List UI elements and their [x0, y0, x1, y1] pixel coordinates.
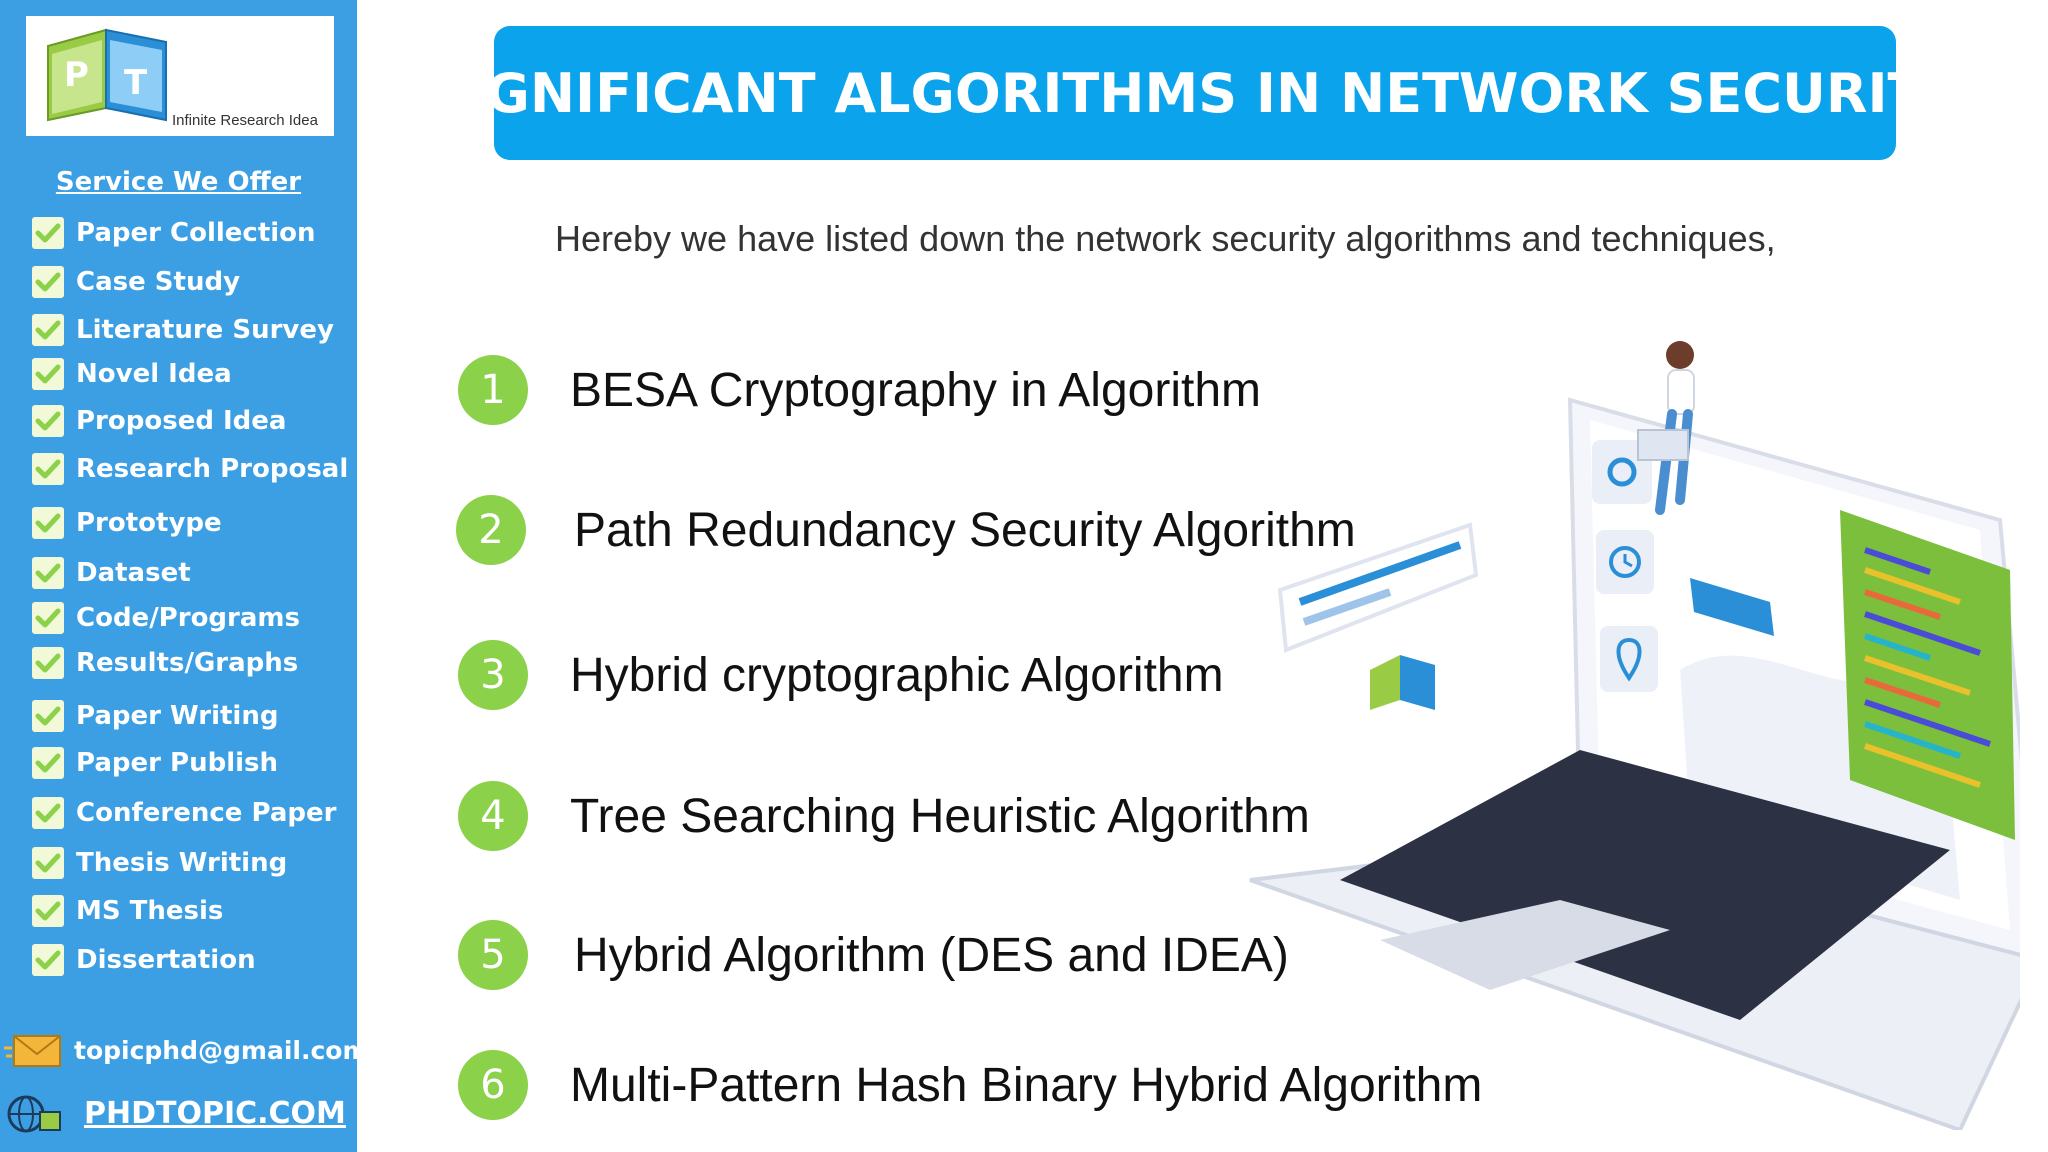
check-icon: [32, 602, 64, 634]
number-badge: 6: [458, 1050, 528, 1120]
email-text: topicphd@gmail.com: [74, 1035, 369, 1065]
check-icon: [32, 895, 64, 927]
check-icon: [32, 266, 64, 298]
title-banner: SIGNIFICANT ALGORITHMS IN NETWORK SECURI…: [427, 26, 1963, 160]
service-item: Dissertation: [32, 942, 256, 978]
service-item: Thesis Writing: [32, 845, 287, 881]
service-label: Results/Graphs: [76, 648, 299, 678]
check-icon: [32, 217, 64, 249]
service-label: Paper Collection: [76, 218, 316, 248]
service-item: Case Study: [32, 264, 240, 300]
service-label: Paper Publish: [76, 748, 279, 778]
algorithm-item: 4 Tree Searching Heuristic Algorithm: [458, 781, 1310, 851]
service-label: Thesis Writing: [76, 848, 288, 878]
service-item: Paper Publish: [32, 745, 278, 781]
check-icon: [32, 453, 64, 485]
service-label: Dissertation: [76, 945, 256, 975]
sidebar: P T Infinite Research Idea Service We Of…: [0, 0, 369, 1152]
globe-icon: [7, 1095, 61, 1133]
intro-text: Hereby we have listed down the network s…: [555, 218, 1776, 259]
email-contact[interactable]: topicphd@gmail.com: [4, 1030, 369, 1070]
logo-tagline: Infinite Research Idea: [172, 112, 318, 129]
check-icon: [32, 314, 64, 346]
service-item: Novel Idea: [32, 356, 232, 392]
algorithm-label: Hybrid cryptographic Algorithm: [570, 648, 1224, 702]
algorithm-item: 5 Hybrid Algorithm (DES and IDEA): [458, 920, 1289, 990]
number-badge: 1: [458, 355, 528, 425]
service-label: Prototype: [76, 508, 222, 538]
check-icon: [32, 358, 64, 390]
check-icon: [32, 557, 64, 589]
algorithm-label: Hybrid Algorithm (DES and IDEA): [574, 928, 1289, 982]
logo: P T Infinite Research Idea: [26, 16, 334, 136]
service-item: Research Proposal: [32, 451, 348, 487]
service-item: Results/Graphs: [32, 645, 298, 681]
email-icon: [4, 1035, 61, 1067]
service-label: MS Thesis: [76, 896, 224, 926]
service-label: Paper Writing: [76, 701, 279, 731]
service-label: Literature Survey: [76, 315, 334, 345]
check-icon: [32, 747, 64, 779]
svg-text:T: T: [124, 63, 148, 103]
website-text: PHDTOPIC.COM: [84, 1095, 346, 1131]
algorithm-label: BESA Cryptography in Algorithm: [570, 363, 1262, 417]
service-item: Prototype: [32, 505, 222, 541]
service-item: Dataset: [32, 555, 191, 591]
service-label: Research Proposal: [76, 454, 349, 484]
check-icon: [32, 405, 64, 437]
location-pin-icon: [1600, 626, 1658, 692]
algorithm-label: Tree Searching Heuristic Algorithm: [570, 789, 1310, 843]
number-badge: 2: [456, 495, 526, 565]
service-label: Code/Programs: [76, 603, 300, 633]
service-item: MS Thesis: [32, 893, 223, 929]
service-label: Conference Paper: [76, 798, 337, 828]
check-icon: [32, 647, 64, 679]
algorithm-item: 6 Multi-Pattern Hash Binary Hybrid Algor…: [458, 1050, 1482, 1120]
algorithm-label: Multi-Pattern Hash Binary Hybrid Algorit…: [570, 1058, 1483, 1112]
service-label: Novel Idea: [76, 359, 232, 389]
algorithm-item: 2 Path Redundancy Security Algorithm: [456, 495, 1356, 565]
check-icon: [32, 797, 64, 829]
check-icon: [32, 847, 64, 879]
service-item: Code/Programs: [32, 600, 300, 636]
number-badge: 3: [458, 640, 528, 710]
page-title: SIGNIFICANT ALGORITHMS IN NETWORK SECURI…: [426, 61, 1964, 125]
website-link[interactable]: PHDTOPIC.COM: [4, 1090, 346, 1136]
service-label: Proposed Idea: [76, 406, 287, 436]
algorithm-item: 1 BESA Cryptography in Algorithm: [458, 355, 1261, 425]
number-badge: 4: [458, 781, 528, 851]
number-badge: 5: [458, 920, 528, 990]
laptop-illustration: [1249, 341, 2020, 1130]
svg-text:P: P: [64, 55, 89, 95]
service-item: Literature Survey: [32, 312, 334, 348]
service-item: Paper Writing: [32, 698, 278, 734]
algorithm-label: Path Redundancy Security Algorithm: [574, 503, 1356, 557]
algorithm-item: 3 Hybrid cryptographic Algorithm: [458, 640, 1224, 710]
check-icon: [32, 507, 64, 539]
service-item: Conference Paper: [32, 795, 336, 831]
service-label: Dataset: [76, 558, 191, 588]
check-icon: [32, 700, 64, 732]
service-item: Paper Collection: [32, 215, 316, 251]
service-title: Service We Offer: [55, 167, 302, 197]
service-label: Case Study: [76, 267, 241, 297]
service-item: Proposed Idea: [32, 403, 286, 439]
book-logo-icon: P T: [47, 28, 167, 122]
check-icon: [32, 944, 64, 976]
